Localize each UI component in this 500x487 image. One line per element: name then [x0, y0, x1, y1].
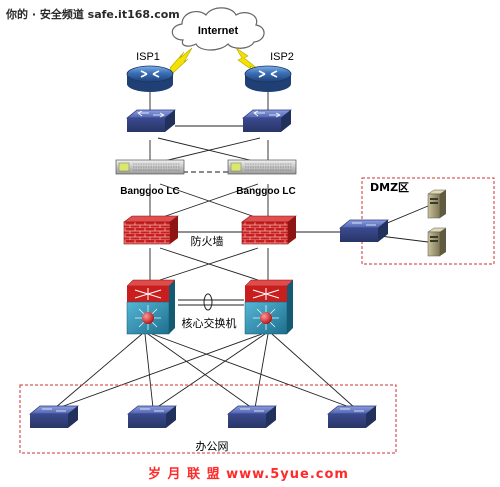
switch-icon	[327, 405, 377, 428]
internet-cloud: Internet	[171, 7, 265, 51]
dmz-label: DMZ区	[370, 181, 409, 194]
load-balancer-icon	[227, 159, 297, 175]
load-balancer-2: Banggoo LC	[227, 159, 297, 197]
office-zone: 办公网	[19, 384, 397, 454]
router-label: ISP2	[270, 51, 294, 63]
server-icon	[427, 189, 447, 219]
load-balancer-label: Banggoo LC	[120, 186, 179, 197]
firewall-icon	[241, 215, 297, 245]
switch-icon	[29, 405, 79, 428]
load-balancer-1: Banggoo LC	[115, 159, 185, 197]
core-trunk	[178, 293, 244, 311]
firewall-icon	[123, 215, 179, 245]
router-icon	[244, 65, 292, 92]
switch-icon	[227, 405, 277, 428]
router-isp1: ISP1	[126, 51, 174, 92]
server-icon	[427, 227, 447, 257]
cloud-icon	[171, 7, 265, 51]
lightning-icon	[235, 47, 263, 73]
load-balancer-icon	[115, 159, 185, 175]
switch-icon	[242, 109, 292, 132]
switch-icon	[127, 405, 177, 428]
router-isp2: ISP2	[244, 51, 294, 92]
watermark-top: 你的 · 安全频道 safe.it168.com	[6, 8, 180, 21]
router-label: ISP1	[136, 51, 160, 63]
lightning-icon	[169, 47, 193, 75]
watermark-bottom: 岁 月 联 盟 www.5yue.com	[148, 467, 349, 482]
office-label: 办公网	[196, 440, 229, 453]
core-switch-label: 核心交换机	[182, 316, 237, 330]
core-switch-icon	[244, 279, 294, 335]
internet-label: Internet	[198, 25, 239, 37]
switch-icon	[339, 219, 389, 242]
router-icon	[126, 65, 174, 92]
switch-icon	[126, 109, 176, 132]
core-switch-icon	[126, 279, 176, 335]
load-balancer-label: Banggoo LC	[236, 186, 295, 197]
firewall-label: 防火墙	[191, 234, 224, 248]
connection-lines	[54, 92, 429, 409]
